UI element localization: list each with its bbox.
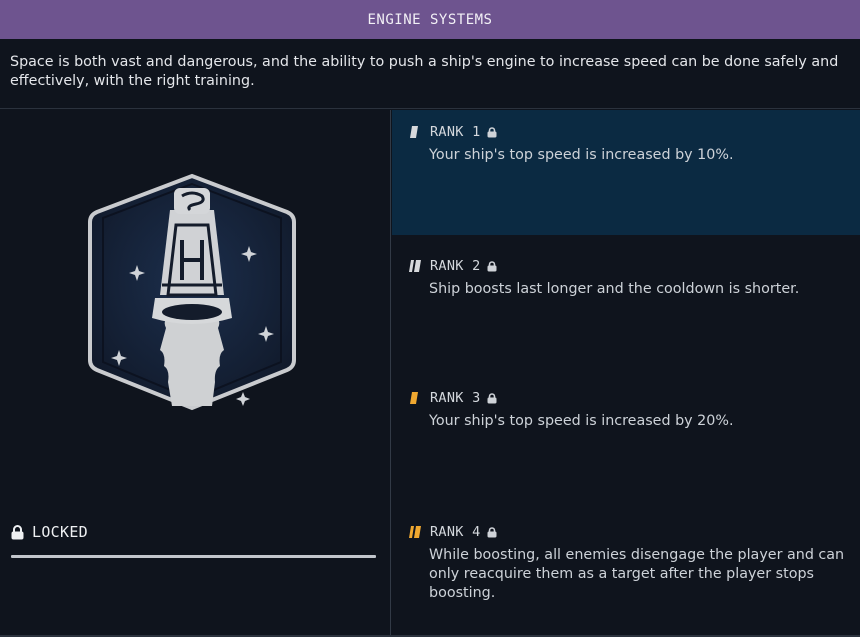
rank-1-row[interactable]: RANK 1 Your ship's top speed is increase…	[392, 110, 860, 235]
rank-3-row[interactable]: RANK 3 Your ship's top speed is increase…	[392, 376, 860, 506]
rank-description: Your ship's top speed is increased by 10…	[429, 147, 734, 163]
lock-icon	[487, 526, 497, 537]
rank-description: Ship boosts last longer and the cooldown…	[429, 281, 800, 297]
rank-label: RANK 3	[430, 390, 481, 406]
lock-status-label: LOCKED	[32, 523, 88, 541]
lock-status: LOCKED	[11, 523, 88, 541]
rank-label: RANK 4	[430, 524, 481, 540]
rank-tier-3-icon	[410, 392, 418, 404]
skill-badge-panel: LOCKED	[0, 110, 391, 637]
rank-tier-1-icon	[410, 126, 418, 138]
lock-icon	[487, 392, 497, 403]
rank-description: Your ship's top speed is increased by 20…	[429, 413, 734, 429]
rank-4-row[interactable]: RANK 4 While boosting, all enemies disen…	[392, 510, 860, 635]
lock-icon	[487, 260, 497, 271]
lock-icon	[11, 524, 24, 539]
skill-header: ENGINE SYSTEMS	[0, 0, 860, 39]
bottom-divider	[0, 635, 860, 637]
lock-icon	[487, 126, 497, 137]
rank-tier-2-icon	[409, 260, 421, 272]
rank-tier-4-icon	[409, 526, 421, 538]
rank-label: RANK 2	[430, 258, 481, 274]
rank-description: While boosting, all enemies disengage th…	[429, 547, 845, 601]
skill-title: ENGINE SYSTEMS	[367, 11, 493, 28]
engine-patch-icon	[88, 173, 296, 411]
skill-description: Space is both vast and dangerous, and th…	[0, 39, 860, 109]
skill-progress-bar	[11, 555, 376, 558]
rank-2-row[interactable]: RANK 2 Ship boosts last longer and the c…	[392, 244, 860, 374]
rank-label: RANK 1	[430, 124, 481, 140]
